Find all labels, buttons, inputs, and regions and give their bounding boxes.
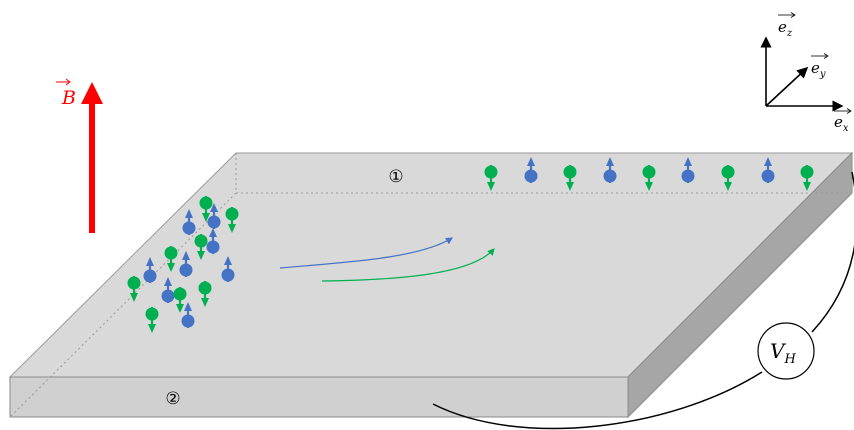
voltmeter-label: VH [770,339,796,367]
slab-top-face [8,152,854,378]
spin-down-trajectory [321,248,495,282]
field-label: B [61,87,76,109]
axis-y-label: ey [811,59,826,80]
semiconductor-slab [8,151,854,419]
field-arrow-head [81,82,103,104]
spin-up-trajectory [279,237,454,269]
edge-label-bottom: ② [165,389,180,409]
coordinate-axes: ez ey ex [760,12,852,134]
voltmeter-circle [757,322,815,380]
axis-z-label: ez [778,18,793,39]
magnetic-field: B [56,78,103,233]
axis-x-label: ex [834,113,849,134]
voltmeter: VH [757,322,815,380]
edge-label-top: ① [388,167,403,187]
slab-front-face [9,376,629,418]
axis-y [765,66,809,107]
voltmeter-wire-bottom [432,371,763,430]
